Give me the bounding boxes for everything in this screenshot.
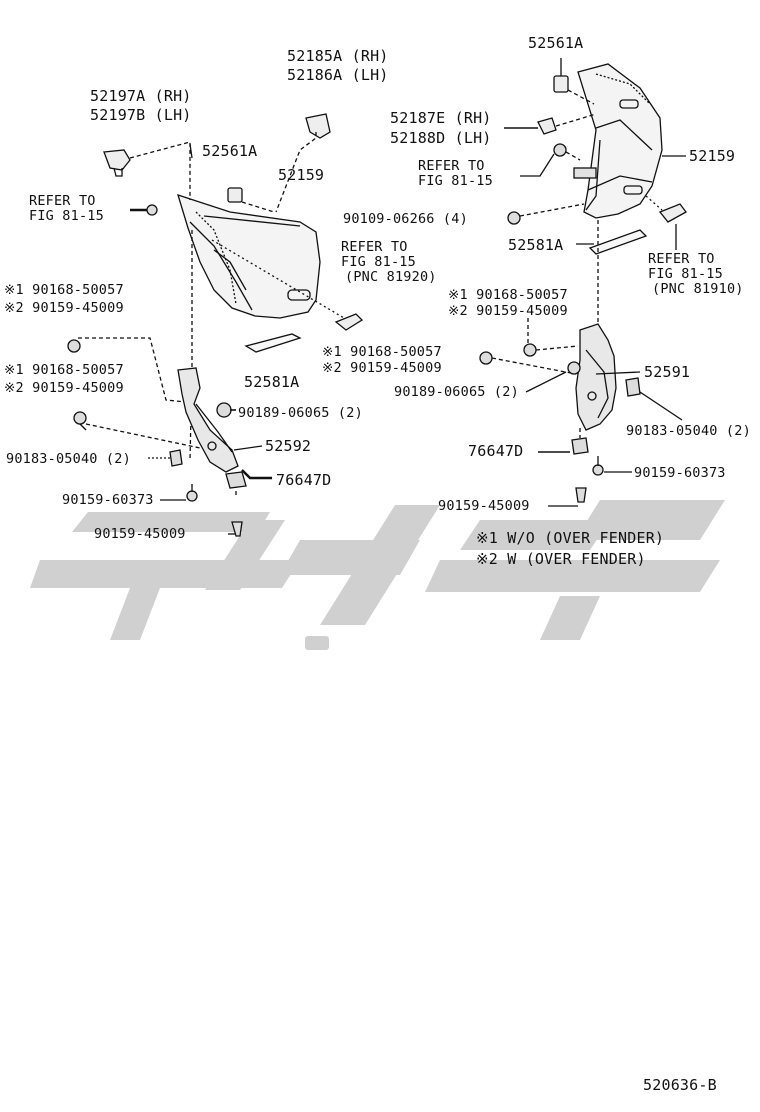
- note-without-over-fender: ※1 W/O (OVER FENDER): [476, 529, 665, 547]
- label-refer-right-2-line1: REFER TO: [648, 251, 715, 267]
- diagram-id: 520636-B: [643, 1076, 717, 1094]
- label-refer-left-1-line1: REFER TO: [29, 193, 96, 209]
- clip-52185: [305, 113, 331, 139]
- label-52188D: 52188D (LH): [390, 129, 492, 147]
- reflector-right: [658, 203, 687, 223]
- label-52561A-right: 52561A: [528, 34, 584, 52]
- screw-left-45009: [231, 521, 243, 537]
- label-alt2-right-b: ※2 90159-45009: [322, 360, 442, 376]
- label-52159-left: 52159: [278, 166, 325, 184]
- bracket-52591: [575, 323, 617, 431]
- reflector-left: [334, 313, 364, 331]
- clip-right-90189: [567, 361, 581, 375]
- watermark-logo: [30, 500, 725, 650]
- label-90109: 90109-06266 (4): [343, 211, 468, 227]
- label-refer-left-2-line2: FIG 81-15: [341, 254, 416, 270]
- pad-right-52581A: [588, 229, 648, 255]
- bumper-side-piece-right: [577, 63, 663, 219]
- label-90159-60373-right: 90159-60373: [634, 465, 726, 481]
- label-52581A-right: 52581A: [508, 236, 564, 254]
- nut-right-90183: [625, 377, 641, 397]
- label-52561A-left: 52561A: [202, 142, 258, 160]
- label-refer-left-2-line3: (PNC 81920): [345, 269, 437, 285]
- screw-left-1: [67, 339, 81, 353]
- label-90159-45009-right: 90159-45009: [438, 498, 530, 514]
- label-refer-right-1-line1: REFER TO: [418, 158, 485, 174]
- label-90189-left: 90189-06065 (2): [238, 405, 363, 421]
- label-refer-left-2-line1: REFER TO: [341, 239, 408, 255]
- bracket-52592: [177, 367, 239, 473]
- clip-52187: [537, 117, 557, 135]
- screw-right-refer: [553, 143, 567, 157]
- label-52187E: 52187E (RH): [390, 109, 492, 127]
- label-90159-45009-left: 90159-45009: [94, 526, 186, 542]
- label-alt2-right-a: ※1 90168-50057: [322, 344, 442, 360]
- label-52159-right: 52159: [689, 147, 736, 165]
- screw-right-45009: [575, 487, 587, 503]
- label-52591: 52591: [644, 363, 691, 381]
- label-52197A: 52197A (RH): [90, 87, 192, 105]
- screw-left-2: [73, 411, 87, 425]
- label-90183-right: 90183-05040 (2): [626, 423, 751, 439]
- label-52197B: 52197B (LH): [90, 106, 192, 124]
- label-refer-right-2-line3: (PNC 81910): [652, 281, 744, 297]
- pad-left-52581A: [244, 333, 302, 353]
- label-76647D-right: 76647D: [468, 442, 524, 460]
- label-52185A: 52185A (RH): [287, 47, 389, 65]
- retainer-right-76647D: [571, 437, 589, 455]
- label-refer-right-1-line2: FIG 81-15: [418, 173, 493, 189]
- clip-52197: [103, 149, 131, 171]
- label-alt1-right-a: ※1 90168-50057: [448, 287, 568, 303]
- label-alt1-left-b: ※2 90159-45009: [4, 300, 124, 316]
- label-alt1-left-a: ※1 90168-50057: [4, 282, 124, 298]
- label-90183-left: 90183-05040 (2): [6, 451, 131, 467]
- clip-52561-right: [553, 75, 569, 93]
- clip-52561-left: [227, 187, 243, 203]
- label-refer-left-1-line2: FIG 81-15: [29, 208, 104, 224]
- label-alt2-left-b: ※2 90159-45009: [4, 380, 124, 396]
- note-with-over-fender: ※2 W (OVER FENDER): [476, 550, 646, 568]
- label-refer-right-2-line2: FIG 81-15: [648, 266, 723, 282]
- bolt-left-60373: [186, 490, 198, 502]
- retainer-left-76647D: [225, 471, 247, 489]
- label-alt2-left-a: ※1 90168-50057: [4, 362, 124, 378]
- screw-right-2: [523, 343, 537, 357]
- screw-right-1: [479, 351, 493, 365]
- screw-left-refer: [130, 204, 158, 216]
- nut-left-90183: [169, 449, 183, 467]
- label-90189-right: 90189-06065 (2): [394, 384, 519, 400]
- label-52592: 52592: [265, 437, 312, 455]
- label-52581A-left: 52581A: [244, 373, 300, 391]
- clip-left-90189: [216, 402, 232, 418]
- label-76647D-left: 76647D: [276, 471, 332, 489]
- label-alt1-right-b: ※2 90159-45009: [448, 303, 568, 319]
- bolt-90109: [507, 211, 521, 225]
- label-90159-60373-left: 90159-60373: [62, 492, 154, 508]
- bumper-side-piece-left: [177, 193, 321, 319]
- bolt-right-60373: [592, 464, 604, 476]
- label-52186A: 52186A (LH): [287, 66, 389, 84]
